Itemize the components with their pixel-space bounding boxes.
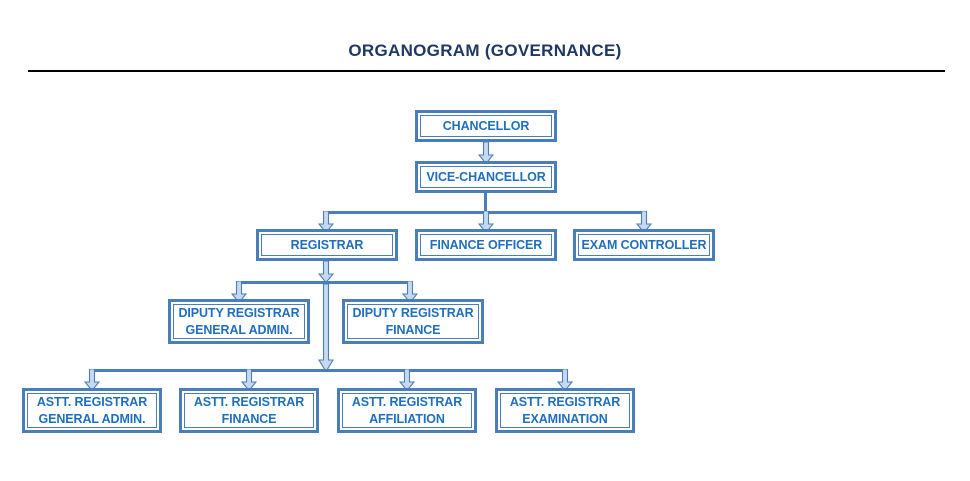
- arrow-to-astt-registrar-affiliation: [399, 369, 415, 391]
- arrow-to-astt-registrar-examination: [557, 369, 573, 391]
- node-deputy-registrar-finance-label: DIPUTY REGISTRAR FINANCE: [347, 304, 479, 339]
- node-deputy-registrar-general-admin[interactable]: DIPUTY REGISTRAR GENERAL ADMIN.: [168, 299, 310, 344]
- connector-level4-bus: [237, 281, 410, 284]
- connector-vice-chancellor-stem: [484, 193, 487, 211]
- node-vice-chancellor-label: VICE-CHANCELLOR: [420, 166, 552, 188]
- node-chancellor-label: CHANCELLOR: [420, 115, 552, 137]
- page-title: ORGANOGRAM (GOVERNANCE): [348, 41, 622, 60]
- node-registrar-label: REGISTRAR: [261, 234, 393, 256]
- arrow-chancellor-to-vice-chancellor: [478, 142, 494, 164]
- arrow-to-astt-registrar-general-admin: [84, 369, 100, 391]
- node-astt-registrar-general-admin[interactable]: ASTT. REGISTRAR GENERAL ADMIN.: [22, 388, 162, 433]
- arrow-to-registrar: [318, 211, 334, 233]
- node-exam-controller-label: EXAM CONTROLLER: [578, 234, 710, 256]
- arrow-to-finance-officer: [478, 211, 494, 233]
- arrow-to-deputy-registrar-finance: [402, 281, 418, 303]
- node-astt-registrar-general-admin-label: ASTT. REGISTRAR GENERAL ADMIN.: [27, 393, 157, 428]
- arrow-registrar-to-astt-bus: [318, 284, 334, 372]
- arrow-to-exam-controller: [636, 211, 652, 233]
- title-divider: [28, 70, 945, 72]
- node-registrar[interactable]: REGISTRAR: [256, 229, 398, 261]
- node-exam-controller[interactable]: EXAM CONTROLLER: [573, 229, 715, 261]
- node-chancellor[interactable]: CHANCELLOR: [415, 110, 557, 142]
- node-astt-registrar-finance[interactable]: ASTT. REGISTRAR FINANCE: [179, 388, 319, 433]
- node-finance-officer[interactable]: FINANCE OFFICER: [415, 229, 557, 261]
- arrow-to-deputy-registrar-general-admin: [231, 281, 247, 303]
- node-astt-registrar-affiliation[interactable]: ASTT. REGISTRAR AFFILIATION: [337, 388, 477, 433]
- connector-level5-bus: [90, 369, 566, 372]
- node-astt-registrar-affiliation-label: ASTT. REGISTRAR AFFILIATION: [342, 393, 472, 428]
- node-astt-registrar-examination-label: ASTT. REGISTRAR EXAMINATION: [500, 393, 630, 428]
- node-astt-registrar-examination[interactable]: ASTT. REGISTRAR EXAMINATION: [495, 388, 635, 433]
- node-vice-chancellor[interactable]: VICE-CHANCELLOR: [415, 161, 557, 193]
- node-deputy-registrar-finance[interactable]: DIPUTY REGISTRAR FINANCE: [342, 299, 484, 344]
- node-deputy-registrar-general-admin-label: DIPUTY REGISTRAR GENERAL ADMIN.: [173, 304, 305, 339]
- node-astt-registrar-finance-label: ASTT. REGISTRAR FINANCE: [184, 393, 314, 428]
- node-finance-officer-label: FINANCE OFFICER: [420, 234, 552, 256]
- arrow-registrar-stem: [318, 261, 334, 283]
- arrow-to-astt-registrar-finance: [241, 369, 257, 391]
